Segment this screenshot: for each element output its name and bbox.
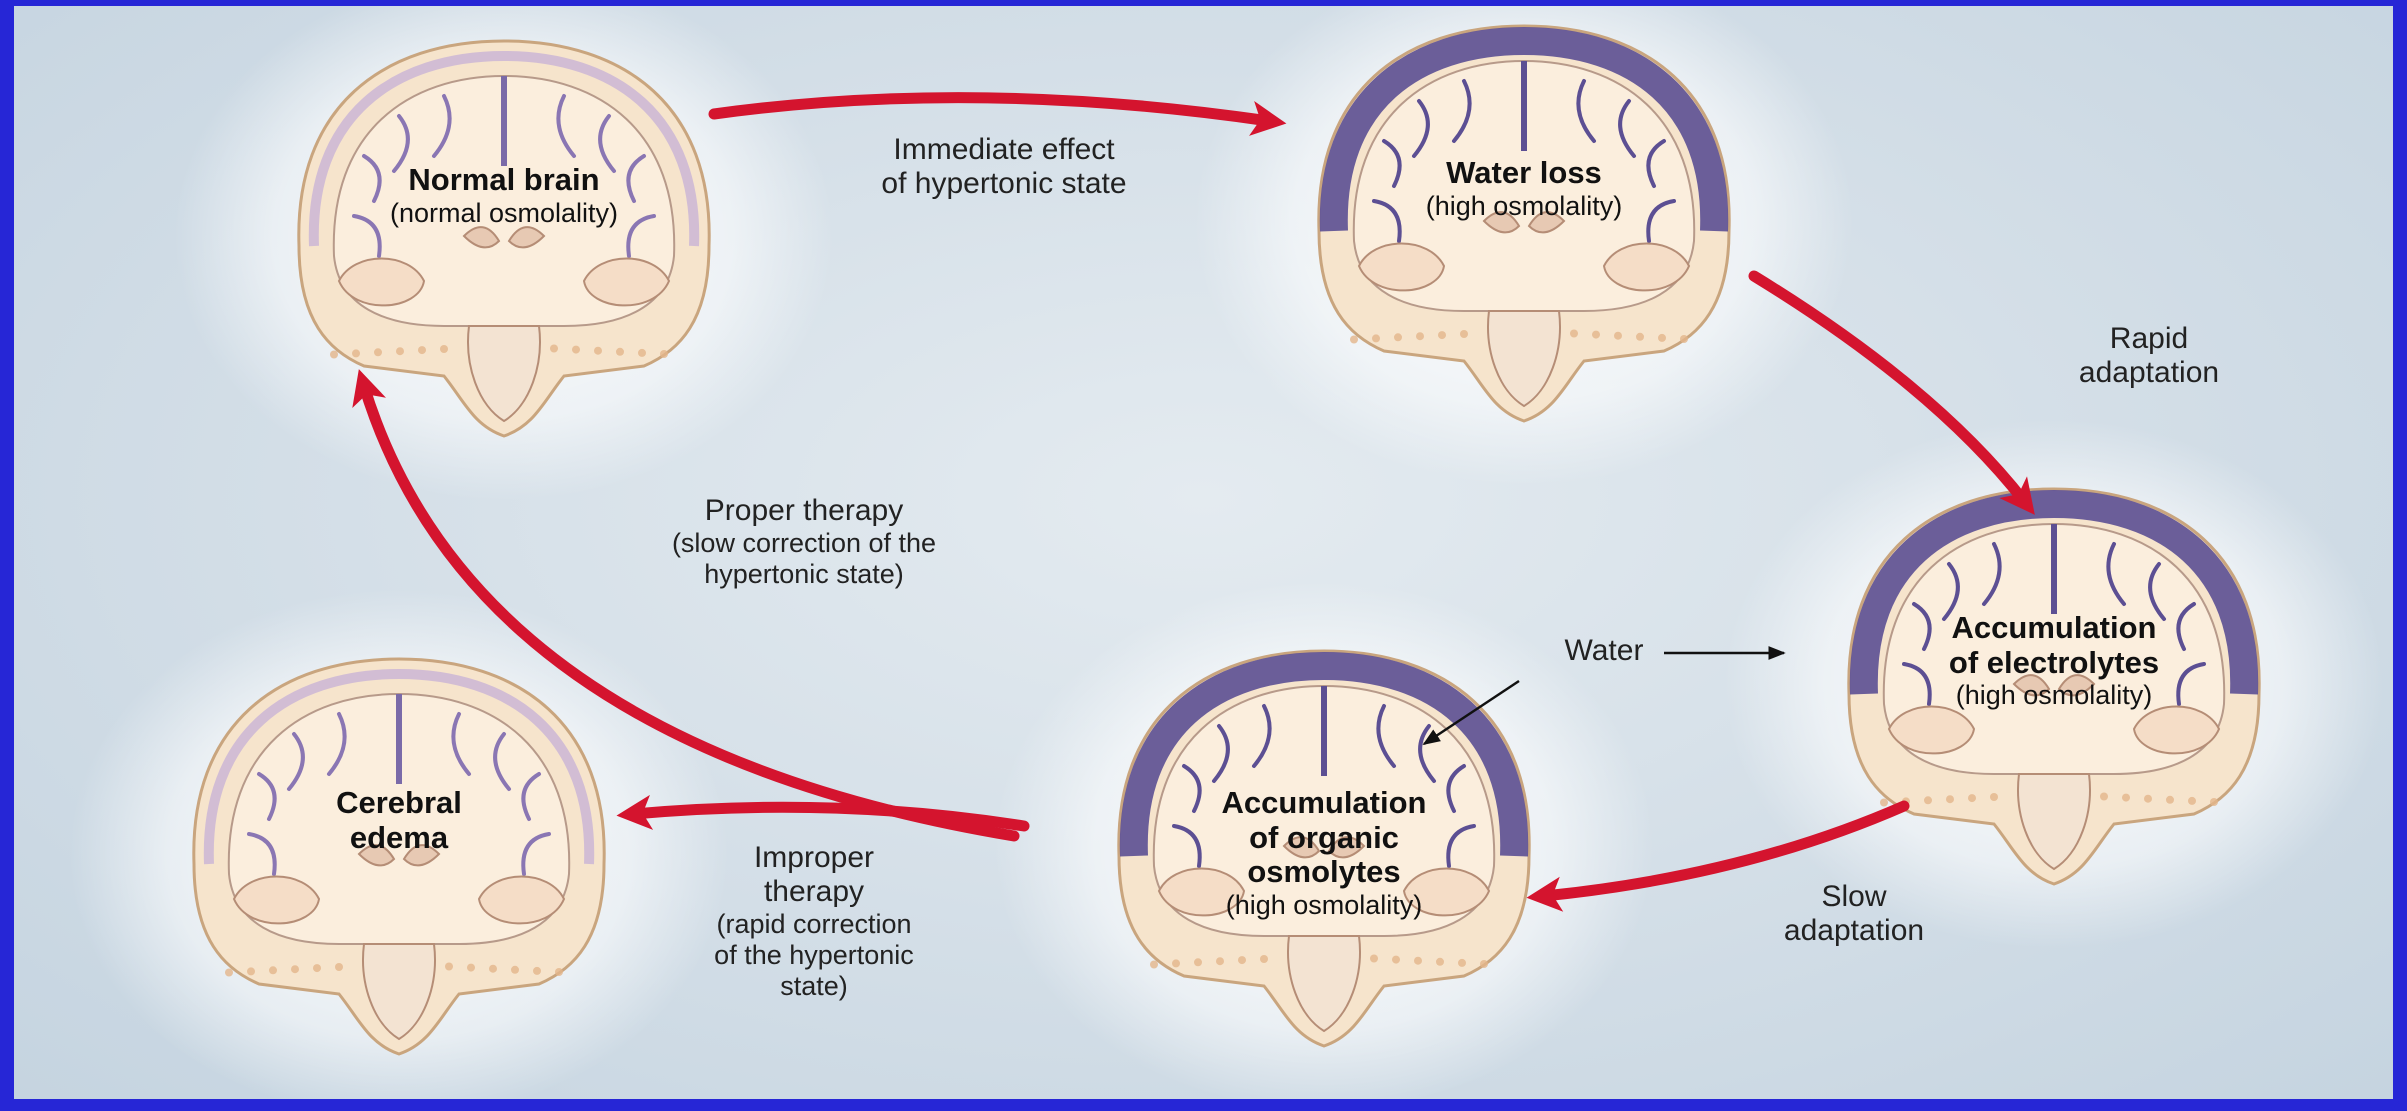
edema-title-line-1: Cerebral — [336, 786, 462, 821]
osmolytes-label: Accumulation of organic osmolytes (high … — [1222, 786, 1427, 920]
water-loss-title: Water loss — [1426, 156, 1623, 191]
improper-title-line-2: therapy — [714, 875, 914, 909]
rapid-line-2: adaptation — [2079, 356, 2219, 390]
osmolytes-osmolality: (high osmolality) — [1222, 890, 1427, 920]
water-label: Water — [1565, 634, 1644, 668]
normal-brain-illustration — [174, 6, 834, 501]
water-loss-brain-illustration — [1194, 6, 1854, 486]
electrolytes-label: Accumulation of electrolytes (high osmol… — [1949, 611, 2159, 711]
water-loss-osmolality: (high osmolality) — [1426, 191, 1623, 221]
osmolytes-title-line-1: Accumulation — [1222, 786, 1427, 821]
diagram-panel: Normal brain (normal osmolality) Water l… — [14, 6, 2393, 1099]
normal-brain-label: Normal brain (normal osmolality) — [390, 163, 618, 228]
slow-line-1: Slow — [1784, 880, 1924, 914]
improper-note-line-1: (rapid correction — [714, 909, 914, 940]
edema-title-line-2: edema — [336, 821, 462, 856]
normal-brain-title: Normal brain — [390, 163, 618, 198]
improper-note-line-2: of the hypertonic — [714, 940, 914, 971]
immediate-line-1: Immediate effect — [881, 133, 1126, 167]
normal-brain-osmolality: (normal osmolality) — [390, 198, 618, 228]
rapid-line-1: Rapid — [2079, 322, 2219, 356]
immediate-effect-label: Immediate effect of hypertonic state — [881, 133, 1126, 201]
water-text: Water — [1565, 634, 1644, 668]
slow-adaptation-label: Slow adaptation — [1784, 880, 1924, 948]
electrolytes-osmolality: (high osmolality) — [1949, 680, 2159, 710]
immediate-line-2: of hypertonic state — [881, 167, 1126, 201]
slow-line-2: adaptation — [1784, 914, 1924, 948]
proper-title: Proper therapy — [672, 494, 936, 528]
osmolytes-title-line-2: of organic — [1222, 821, 1427, 856]
improper-note-line-3: state) — [714, 971, 914, 1002]
osmolytes-title-line-3: osmolytes — [1222, 855, 1427, 890]
proper-note-line-1: (slow correction of the — [672, 528, 936, 559]
rapid-adaptation-label: Rapid adaptation — [2079, 322, 2219, 390]
water-loss-label: Water loss (high osmolality) — [1426, 156, 1623, 221]
improper-therapy-label: Improper therapy (rapid correction of th… — [714, 841, 914, 1002]
proper-therapy-label: Proper therapy (slow correction of the h… — [672, 494, 936, 590]
proper-note-line-2: hypertonic state) — [672, 559, 936, 590]
electrolytes-title-line-1: Accumulation — [1949, 611, 2159, 646]
cerebral-edema-label: Cerebral edema — [336, 786, 462, 855]
improper-title-line-1: Improper — [714, 841, 914, 875]
osmolality-cycle-diagram — [14, 6, 2393, 1099]
electrolytes-title-line-2: of electrolytes — [1949, 646, 2159, 681]
